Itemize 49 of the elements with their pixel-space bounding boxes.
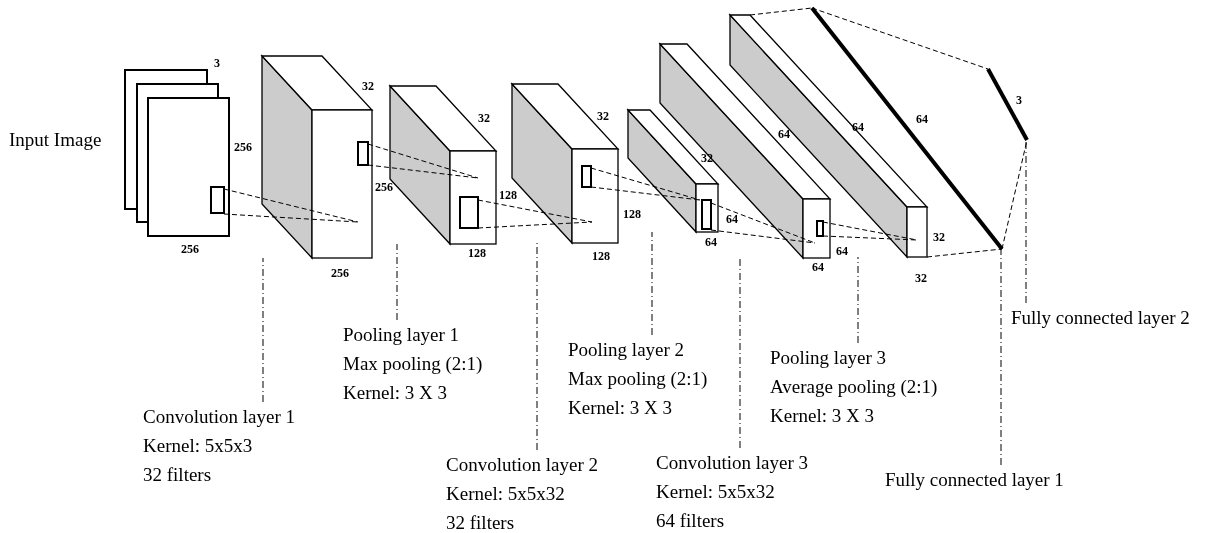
- dimension-label: 32: [478, 112, 490, 124]
- dimension-label: 64: [852, 121, 864, 133]
- connector-line: [811, 7, 989, 70]
- dimension-label: 64: [812, 261, 824, 273]
- dimension-label: 64: [705, 236, 717, 248]
- dimension-label: 256: [375, 181, 393, 193]
- dimension-label: 256: [181, 243, 199, 255]
- leader-line: [739, 257, 741, 449]
- leader-line: [857, 256, 859, 344]
- layer-caption: Convolution layer 1 Kernel: 5x5x3 32 filters: [143, 402, 295, 489]
- leader-line: [396, 243, 398, 321]
- dimension-label: 32: [933, 231, 945, 243]
- layer-caption: Pooling layer 2 Max pooling (2:1) Kernel: 3 X 3: [568, 335, 708, 422]
- fully-connected-layer-line: [985, 66, 1030, 143]
- dimension-label: 3: [1016, 94, 1022, 106]
- layer-caption: Fully connected layer 2: [1011, 303, 1190, 332]
- dimension-label: 256: [331, 267, 349, 279]
- dimension-label: 128: [468, 247, 486, 259]
- leader-line: [651, 231, 653, 336]
- feature-map-block: [259, 53, 375, 261]
- layer-caption: Convolution layer 2 Kernel: 5x5x32 32 filters: [446, 450, 598, 533]
- layer-caption: Pooling layer 3 Average pooling (2:1) Kernel: 3 X 3: [770, 343, 938, 430]
- dimension-label: 32: [362, 80, 374, 92]
- dimension-label: 128: [623, 208, 641, 220]
- dimension-label: 64: [836, 245, 848, 257]
- leader-line: [536, 242, 538, 451]
- dimension-label: 128: [499, 189, 517, 201]
- dimension-label: 32: [915, 272, 927, 284]
- dimension-label: 64: [778, 128, 790, 140]
- layer-caption: Pooling layer 1 Max pooling (2:1) Kernel: 3 X 3: [343, 320, 483, 407]
- dimension-label: 32: [701, 152, 713, 164]
- feature-map-block: [625, 107, 721, 235]
- dimension-label: 64: [916, 113, 928, 125]
- dimension-label: 3: [214, 57, 220, 69]
- feature-map-block: [657, 41, 833, 261]
- input-image-stack: [122, 67, 232, 239]
- layer-caption: Fully connected layer 1: [885, 465, 1064, 494]
- leader-line: [1025, 139, 1027, 304]
- leader-line: [262, 257, 264, 403]
- dimension-label: 32: [597, 110, 609, 122]
- dimension-label: 128: [592, 250, 610, 262]
- connector-line: [926, 248, 1003, 258]
- input-label: Input Image: [9, 130, 102, 149]
- dimension-label: 64: [726, 213, 738, 225]
- feature-map-block: [727, 12, 930, 260]
- layer-caption: Convolution layer 3 Kernel: 5x5x32 64 filters: [656, 448, 808, 533]
- leader-line: [1000, 248, 1002, 466]
- dimension-label: 256: [234, 141, 252, 153]
- connector-line: [749, 7, 813, 16]
